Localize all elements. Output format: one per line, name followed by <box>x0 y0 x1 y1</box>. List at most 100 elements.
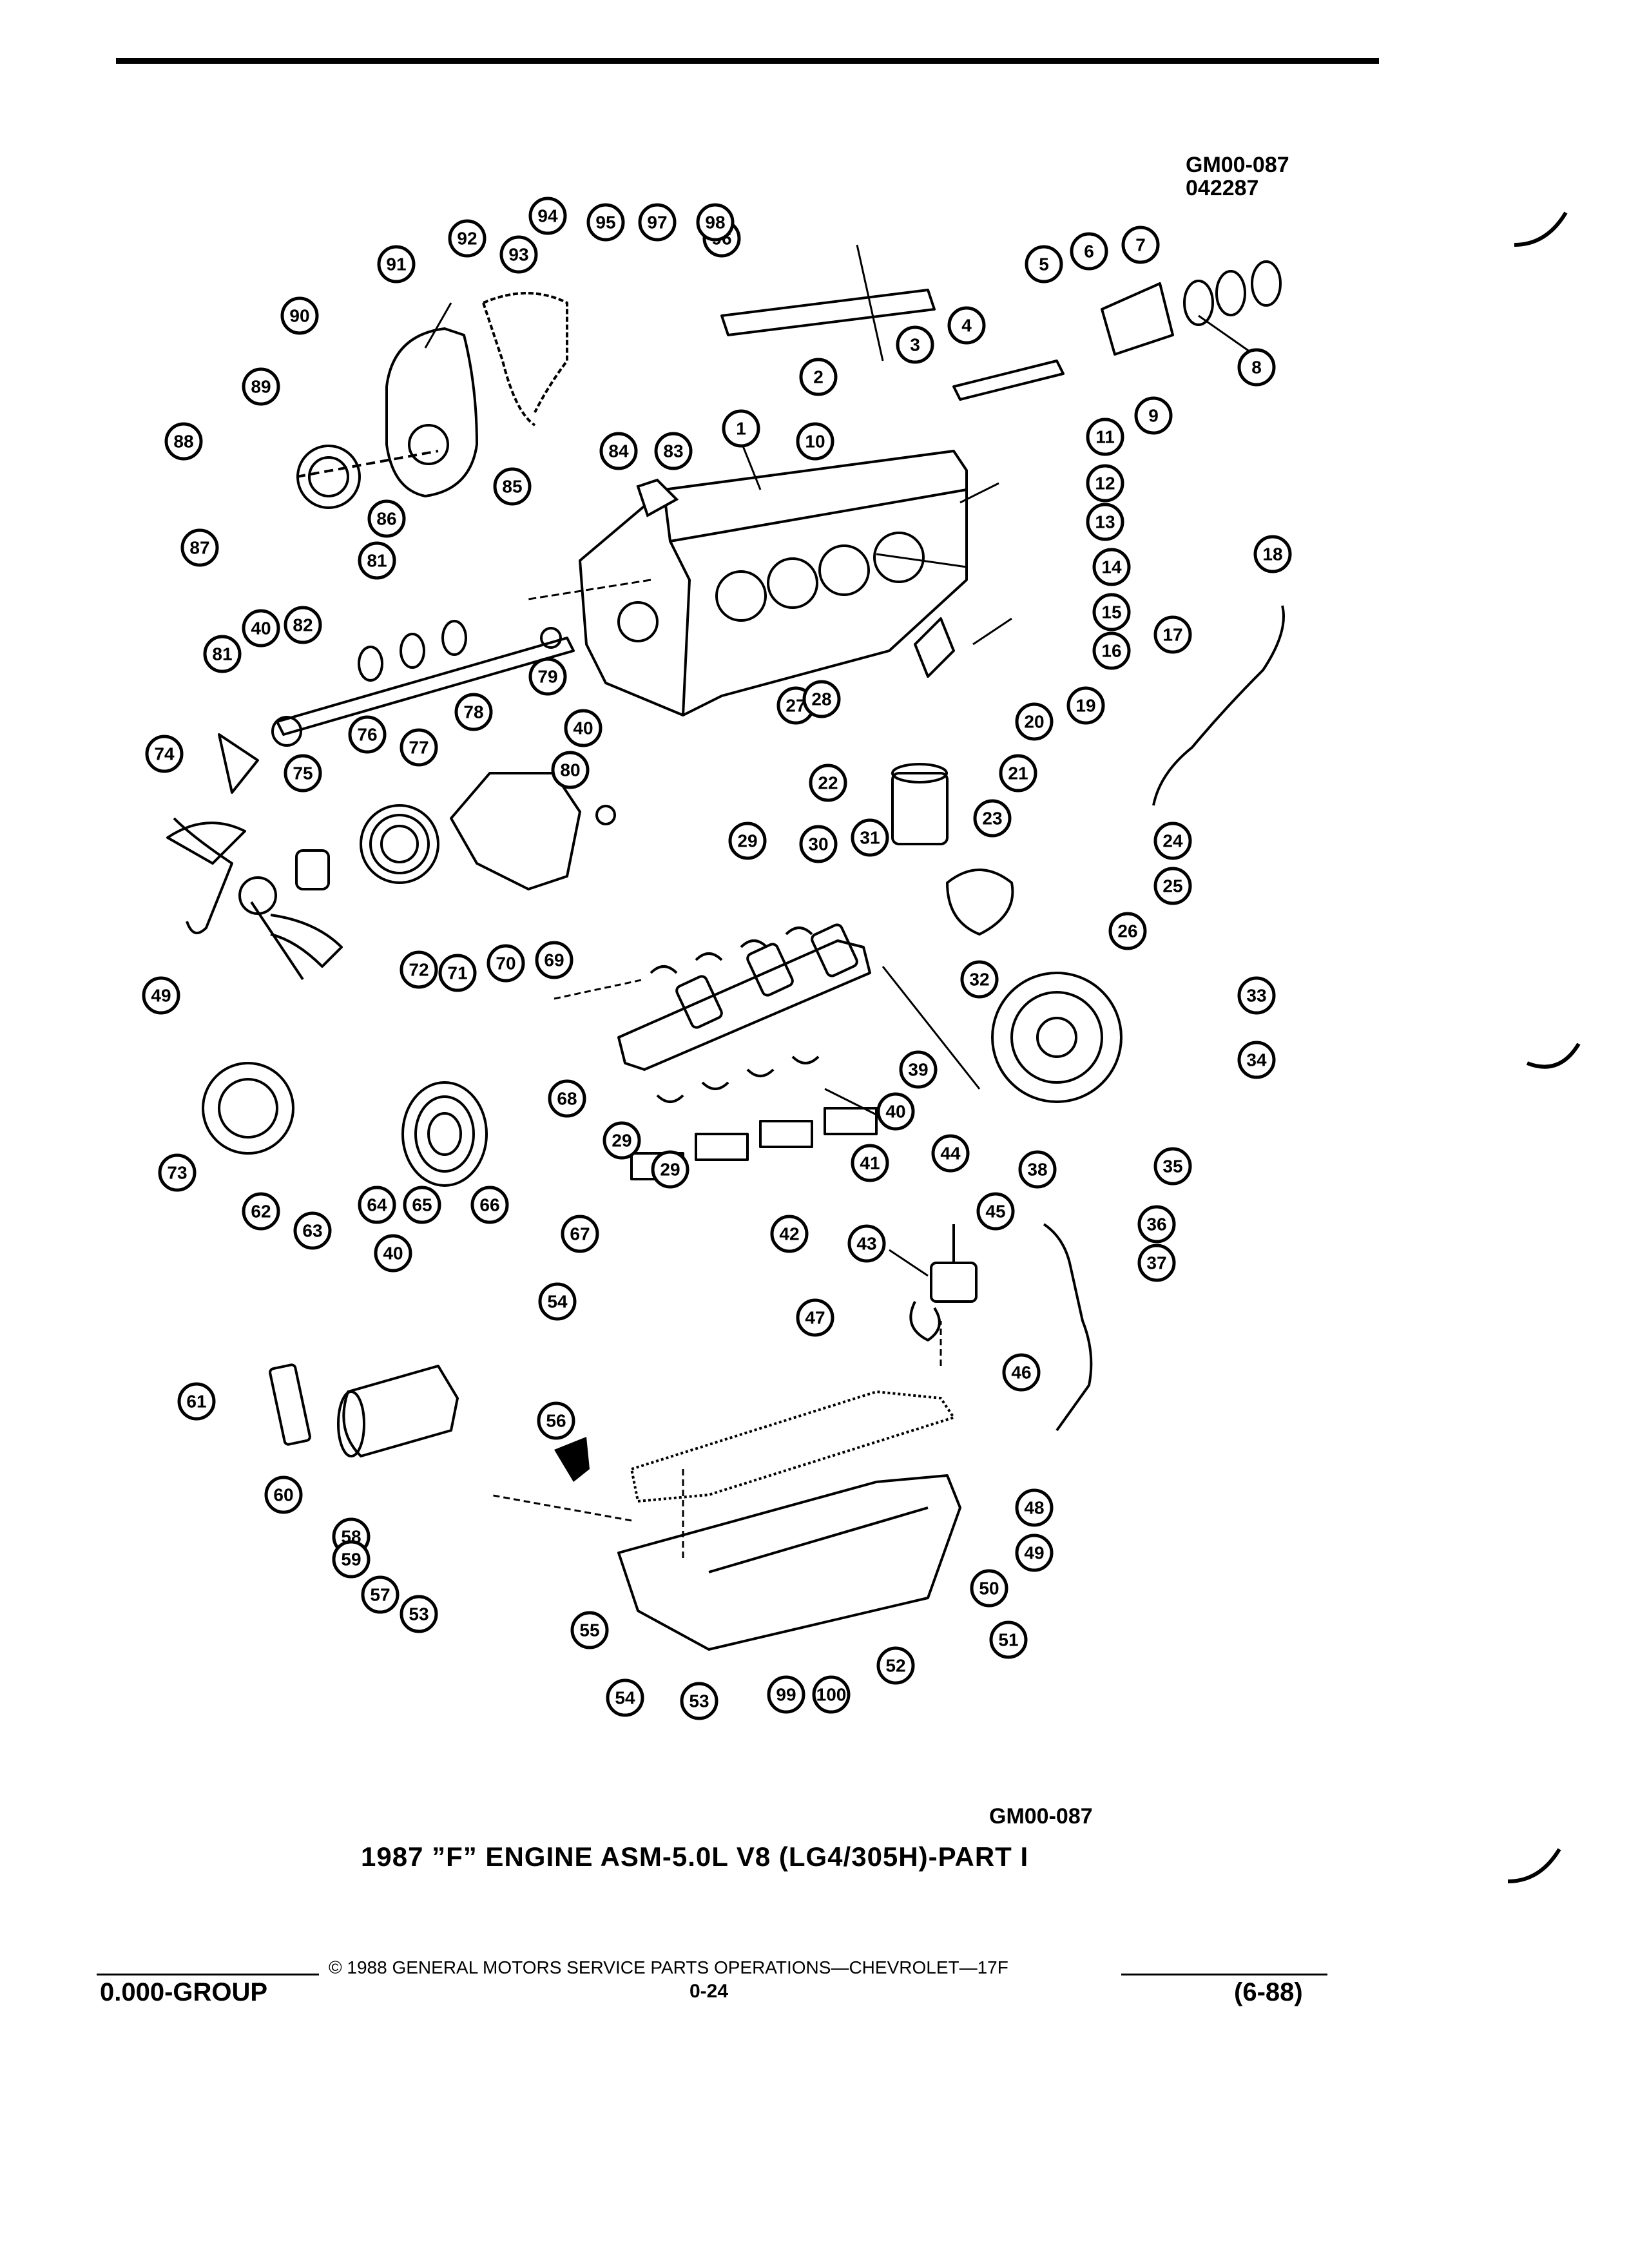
callout-48: 48 <box>1015 1488 1054 1527</box>
svg-text:84: 84 <box>608 441 629 461</box>
callout-67: 67 <box>561 1215 599 1253</box>
svg-text:20: 20 <box>1024 712 1044 732</box>
callout-57: 57 <box>361 1575 400 1614</box>
camshaft-drawing <box>271 620 575 747</box>
footer-rule-left <box>97 1974 319 1975</box>
callout-19: 19 <box>1066 686 1105 725</box>
svg-text:40: 40 <box>251 619 271 639</box>
svg-text:81: 81 <box>367 551 387 571</box>
svg-text:60: 60 <box>273 1485 293 1505</box>
timing-cover-drawing <box>385 327 478 497</box>
figure-caption: 1987 ”F” ENGINE ASM-5.0L V8 (LG4/305H)-P… <box>361 1841 1029 1872</box>
callout-47: 47 <box>796 1298 834 1337</box>
svg-text:37: 37 <box>1146 1253 1166 1273</box>
connecting-rod-drawing <box>952 360 1065 401</box>
callout-14: 14 <box>1092 548 1131 586</box>
callout-11: 11 <box>1086 418 1124 456</box>
svg-text:29: 29 <box>660 1160 680 1180</box>
callout-32: 32 <box>960 960 999 999</box>
callout-21: 21 <box>999 754 1037 793</box>
svg-text:78: 78 <box>463 702 483 722</box>
svg-text:54: 54 <box>615 1688 635 1708</box>
callout-97: 97 <box>638 203 677 242</box>
callout-8: 8 <box>1237 348 1276 387</box>
svg-text:9: 9 <box>1148 406 1159 426</box>
svg-text:36: 36 <box>1146 1215 1166 1235</box>
callout-7: 7 <box>1121 226 1160 264</box>
damper-drawing <box>296 445 439 509</box>
callout-24: 24 <box>1153 822 1192 860</box>
callout-29: 29 <box>651 1150 689 1189</box>
callout-93: 93 <box>499 235 538 274</box>
scan-mark-icon <box>1526 1043 1581 1069</box>
callout-35: 35 <box>1153 1147 1192 1186</box>
svg-text:30: 30 <box>808 834 828 854</box>
svg-text:48: 48 <box>1024 1498 1044 1518</box>
svg-text:45: 45 <box>985 1202 1005 1222</box>
svg-text:17: 17 <box>1162 625 1182 645</box>
svg-text:88: 88 <box>173 432 193 452</box>
callout-73: 73 <box>158 1153 197 1192</box>
callout-42: 42 <box>770 1215 809 1253</box>
svg-text:65: 65 <box>412 1195 432 1215</box>
svg-text:5: 5 <box>1039 255 1049 274</box>
callout-53: 53 <box>400 1595 438 1633</box>
svg-text:16: 16 <box>1101 641 1121 661</box>
revision-date: (6-88) <box>1234 1978 1303 2006</box>
svg-text:40: 40 <box>885 1102 905 1122</box>
callout-38: 38 <box>1018 1150 1057 1189</box>
callout-16: 16 <box>1092 631 1131 670</box>
svg-text:75: 75 <box>293 764 313 783</box>
callout-94: 94 <box>528 197 567 235</box>
callout-2: 2 <box>799 358 838 396</box>
starter-drawing <box>337 1365 459 1457</box>
callout-26: 26 <box>1108 912 1147 950</box>
svg-text:7: 7 <box>1135 235 1146 255</box>
svg-text:49: 49 <box>1024 1543 1044 1563</box>
svg-text:53: 53 <box>409 1604 429 1624</box>
page-number: 0-24 <box>689 1981 729 2002</box>
callout-43: 43 <box>847 1224 886 1263</box>
svg-text:29: 29 <box>612 1131 631 1151</box>
svg-text:50: 50 <box>979 1579 999 1599</box>
svg-text:23: 23 <box>982 809 1002 829</box>
callout-83: 83 <box>654 432 693 470</box>
svg-text:55: 55 <box>579 1620 599 1640</box>
callout-91: 91 <box>377 245 416 284</box>
svg-text:32: 32 <box>969 970 989 990</box>
svg-text:43: 43 <box>856 1234 876 1254</box>
callout-81: 81 <box>358 541 396 580</box>
svg-text:83: 83 <box>663 441 683 461</box>
callout-29: 29 <box>602 1121 641 1160</box>
svg-text:72: 72 <box>409 960 429 980</box>
svg-text:12: 12 <box>1095 474 1115 494</box>
callout-49: 49 <box>1015 1533 1054 1572</box>
callout-40: 40 <box>374 1234 412 1273</box>
svg-text:15: 15 <box>1101 602 1121 622</box>
callout-3: 3 <box>896 325 934 364</box>
callout-50: 50 <box>970 1569 1008 1608</box>
callout-90: 90 <box>280 296 319 335</box>
callout-89: 89 <box>242 367 280 406</box>
svg-text:40: 40 <box>383 1244 403 1264</box>
callout-6: 6 <box>1070 232 1108 271</box>
svg-text:64: 64 <box>367 1195 387 1215</box>
crankshaft-drawing <box>617 923 871 1071</box>
callout-41: 41 <box>851 1144 889 1182</box>
svg-text:74: 74 <box>154 744 175 764</box>
callout-76: 76 <box>348 715 387 754</box>
svg-text:8: 8 <box>1251 358 1262 378</box>
callout-99: 99 <box>767 1675 805 1714</box>
callout-34: 34 <box>1237 1041 1276 1079</box>
svg-text:29: 29 <box>737 831 757 851</box>
svg-text:13: 13 <box>1095 512 1115 532</box>
callout-70: 70 <box>487 944 525 983</box>
callout-62: 62 <box>242 1192 280 1231</box>
svg-text:62: 62 <box>251 1202 271 1222</box>
svg-text:35: 35 <box>1162 1157 1182 1177</box>
svg-text:67: 67 <box>570 1224 590 1244</box>
svg-text:4: 4 <box>961 316 972 336</box>
arrow-56-drawing <box>554 1437 590 1482</box>
callout-80: 80 <box>551 751 590 789</box>
